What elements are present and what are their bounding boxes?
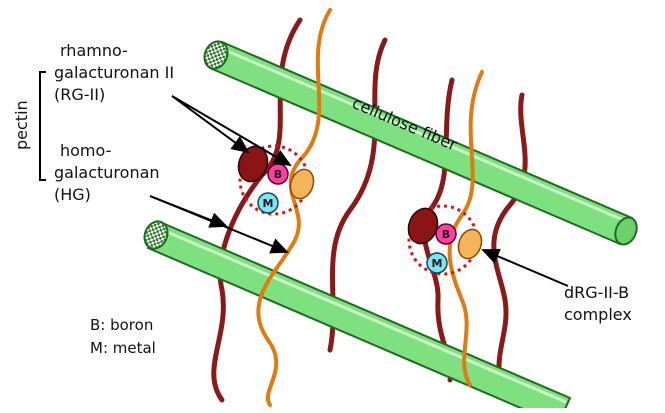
rg2-label-line2: galacturonan II bbox=[54, 63, 174, 82]
complex-label-line1: dRG-II-B bbox=[564, 283, 629, 302]
pectin-bracket bbox=[40, 72, 46, 180]
rg2-label-line1: rhamno- bbox=[60, 41, 128, 60]
pectin-label: pectin bbox=[12, 100, 31, 150]
legend-boron: B: boron bbox=[90, 316, 153, 334]
boron-letter-2: B bbox=[442, 228, 450, 241]
complex-label-line2: complex bbox=[564, 305, 632, 324]
hg-label-line1: homo- bbox=[60, 141, 111, 160]
drg2-b-complex-2: B M bbox=[404, 204, 486, 274]
rg2-label-line3: (RG-II) bbox=[54, 85, 105, 104]
rg-strand-4 bbox=[494, 95, 525, 380]
hg-label-line2: galacturonan bbox=[54, 163, 160, 182]
metal-letter-1: M bbox=[263, 197, 274, 210]
metal-letter-2: M bbox=[432, 257, 443, 270]
hg-label-line3: (HG) bbox=[54, 185, 91, 204]
legend-metal: M: metal bbox=[90, 339, 156, 357]
rg2-arrow-a bbox=[172, 96, 248, 152]
rg2-arrow-b bbox=[172, 96, 290, 165]
boron-letter-1: B bbox=[274, 168, 282, 181]
